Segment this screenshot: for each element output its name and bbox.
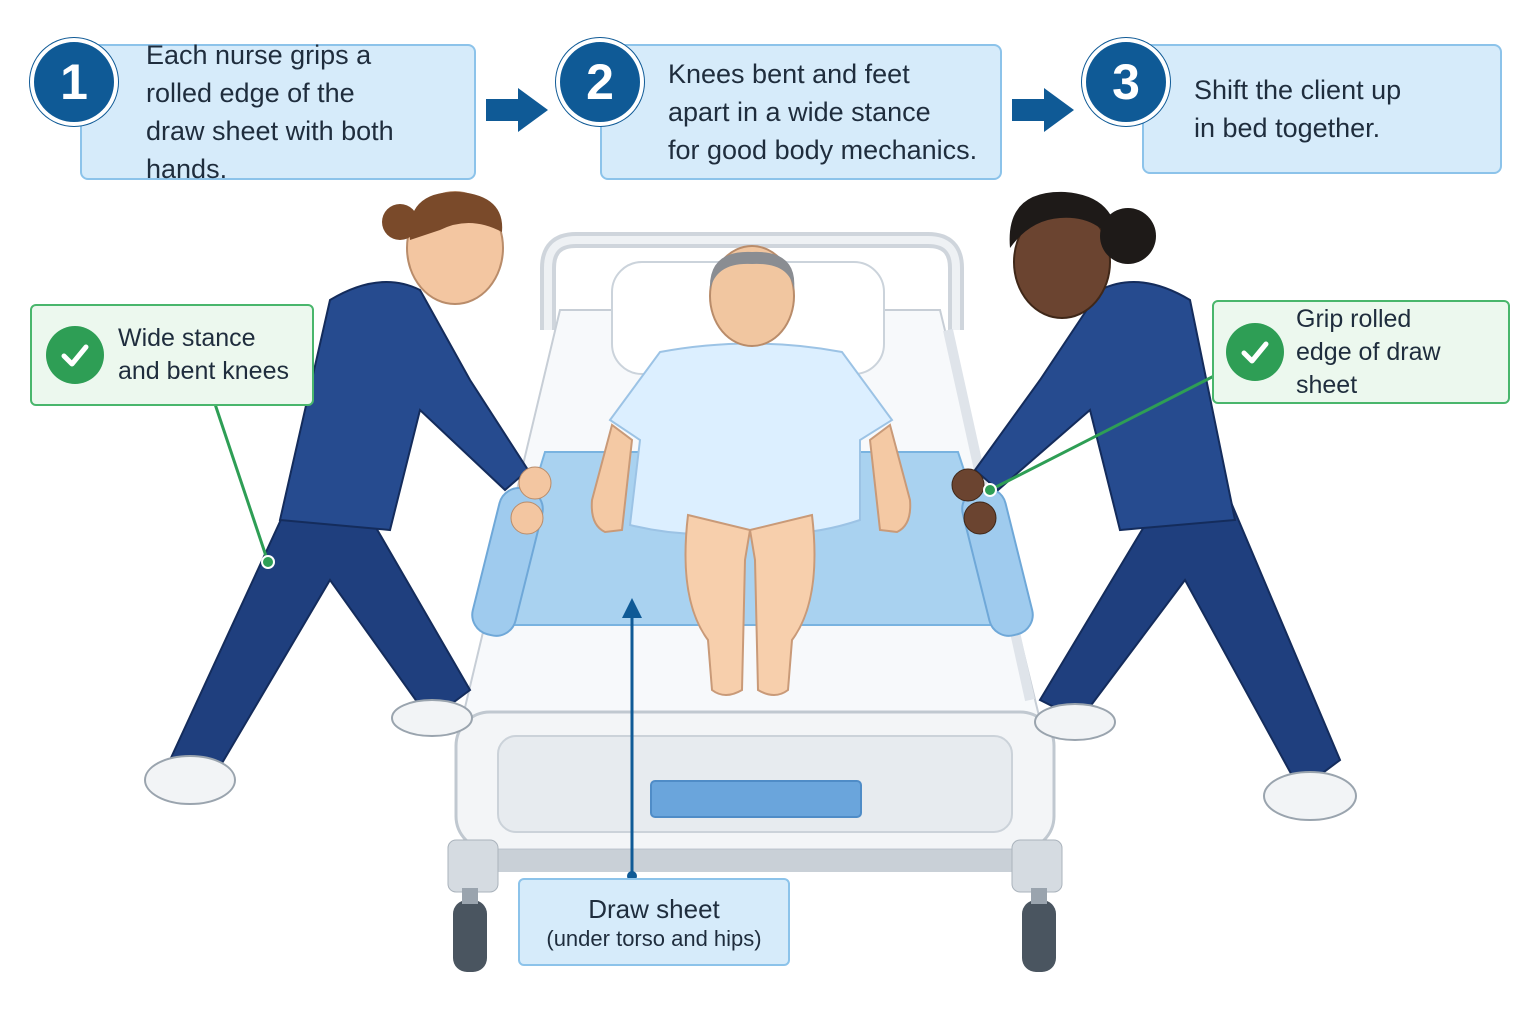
- nurse-left: [144, 191, 552, 805]
- step-3-number: 3: [1082, 38, 1170, 126]
- callout-wide-stance-text: Wide stance and bent knees: [118, 324, 289, 385]
- leader-lines: [213, 374, 1215, 881]
- step-2-box: Knees bent and feet apart in a wide stan…: [600, 44, 1002, 180]
- arrow-right-icon: [1012, 88, 1074, 132]
- check-icon: [1226, 323, 1284, 381]
- step-2-number: 2: [556, 38, 644, 126]
- step-1-box: Each nurse grips a rolled edge of the dr…: [80, 40, 476, 184]
- callout-grip-edge-text: Grip rolled edge of draw sheet: [1296, 304, 1441, 399]
- draw-sheet-subtitle: (under torso and hips): [546, 926, 762, 951]
- patient: [590, 245, 912, 696]
- arrow-right-icon: [486, 88, 548, 132]
- callout-wide-stance: Wide stance and bent knees: [30, 304, 314, 406]
- check-icon: [46, 326, 104, 384]
- draw-sheet-label: Draw sheet (under torso and hips): [518, 878, 790, 966]
- step-1-number: 1: [30, 38, 118, 126]
- callout-grip-edge: Grip rolled edge of draw sheet: [1212, 300, 1510, 404]
- step-3-text: Shift the client up in bed together.: [1194, 75, 1402, 143]
- draw-sheet-title: Draw sheet: [588, 894, 720, 924]
- step-2-text: Knees bent and feet apart in a wide stan…: [668, 59, 978, 165]
- step-3-box: Shift the client up in bed together.: [1142, 44, 1502, 174]
- step-1-text: Each nurse grips a rolled edge of the dr…: [146, 40, 394, 184]
- nurse-right: [951, 191, 1357, 821]
